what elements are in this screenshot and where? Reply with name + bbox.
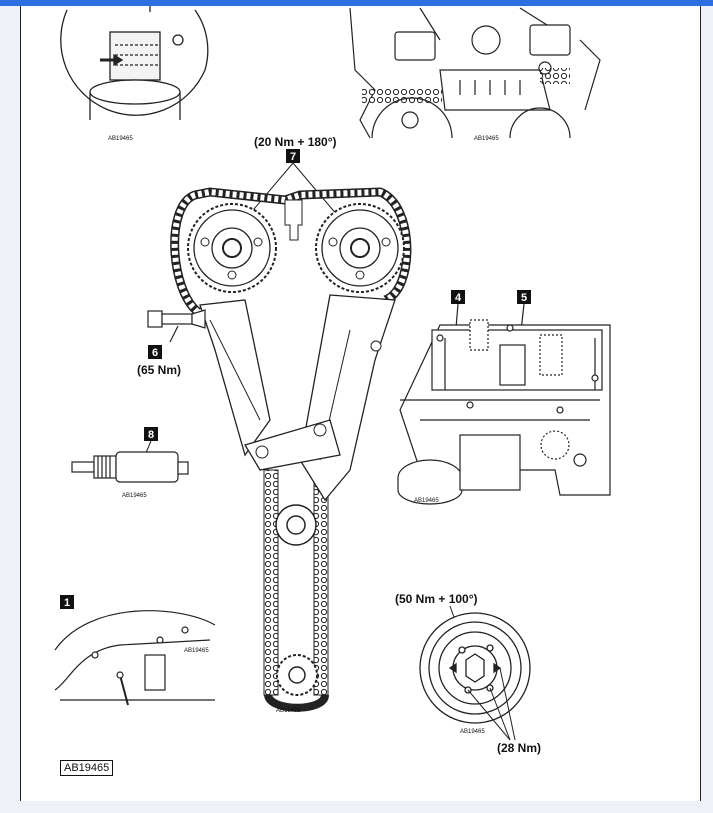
callout-number-7: 7 <box>290 151 296 163</box>
crankshaft-pulley-detail <box>419 612 531 724</box>
callout-number-1: 1 <box>64 597 70 609</box>
tensioner-bolt-6 <box>147 309 206 343</box>
figure-reference-label: AB19465 <box>60 760 114 776</box>
exhaust-camshaft-sprocket <box>315 203 405 293</box>
ref-label-top-right: AB19465 <box>474 136 499 142</box>
callout-box-6 <box>148 345 162 359</box>
callout-number-5: 5 <box>521 292 527 304</box>
callout-number-8: 8 <box>148 429 154 441</box>
tensioner-detail-magnifier <box>60 6 209 120</box>
main-timing-chain <box>170 187 412 712</box>
callout-box-7 <box>286 149 300 163</box>
ref-label-top-left: AB19465 <box>108 136 133 142</box>
callout-number-4: 4 <box>455 292 462 304</box>
callout-box-5 <box>517 290 531 304</box>
torque-label-28: (28 Nm) <box>497 741 541 755</box>
ref-label-chain: AB19465 <box>276 708 301 714</box>
callout-box-4 <box>451 290 465 304</box>
ref-label-pulley: AB19465 <box>460 729 485 735</box>
ref-label-block: AB19465 <box>414 498 439 504</box>
callout-box-1 <box>60 595 74 609</box>
callout-number-6: 6 <box>152 347 158 359</box>
callout-28-leaders <box>467 667 516 741</box>
ref-label-tool: AB19465 <box>122 493 147 499</box>
camshaft-bearing-caps-detail <box>397 303 611 505</box>
top-accent-bar <box>0 0 713 6</box>
ref-label-flywheel: AB19465 <box>184 648 209 654</box>
locking-tool-8 <box>71 451 189 483</box>
flywheel-lock-detail <box>54 610 216 706</box>
intake-camshaft-sprocket <box>187 203 277 293</box>
torque-label-6: (65 Nm) <box>137 363 181 377</box>
callout-box-8 <box>144 427 158 441</box>
torque-label-7: (20 Nm + 180°) <box>254 135 337 149</box>
torque-label-50: (50 Nm + 100°) <box>395 592 478 606</box>
camshaft-cover-detail <box>349 7 601 139</box>
